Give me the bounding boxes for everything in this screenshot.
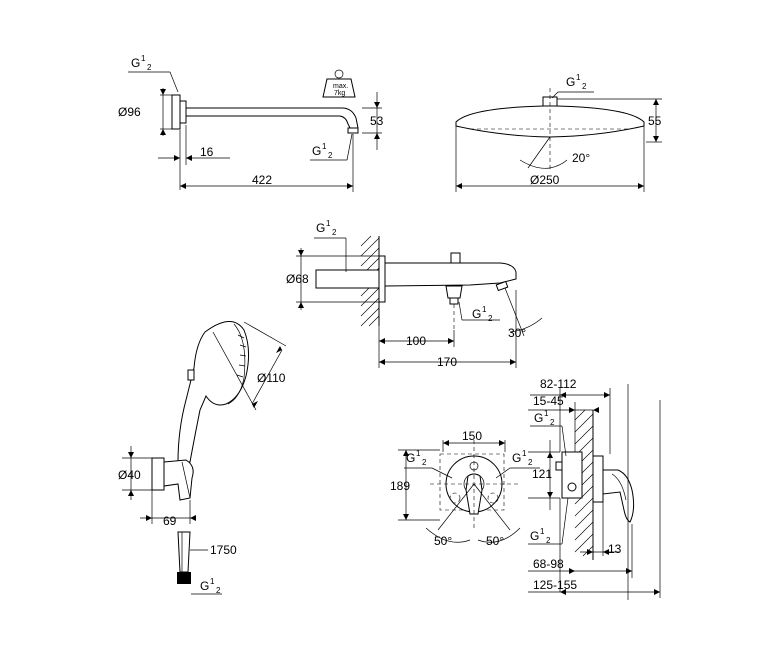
weight-label-max: max. [333,83,348,90]
weight-label-kg: 7kg [334,90,345,97]
hand-shower-spray-face [236,334,247,378]
holder-depth-dim: 69 [163,514,177,528]
hose-length-dim: 1750 [210,543,237,557]
holder-wall-plate [151,457,165,491]
hand-shower-body [177,321,250,463]
svg-text:1: 1 [416,449,421,458]
mixer-angle-right-dim: 50° [486,534,504,548]
arm-rosette [179,100,187,124]
svg-text:1: 1 [210,577,215,586]
svg-text:2: 2 [546,536,551,545]
hand-shower-button [187,369,195,381]
svg-text:1: 1 [482,305,487,314]
svg-text:2: 2 [422,458,427,467]
spout-angle-dim: 30° [508,326,526,340]
svg-text:2: 2 [582,82,587,91]
arm-flange [171,94,181,130]
spout-thread-top-label: G [316,221,325,235]
side-thread-top: G [534,411,543,425]
bath-spout-view: G 1 2 Ø68 G 1 2 30° 100 170 [286,219,543,369]
svg-text:1: 1 [326,219,331,228]
side-height-dim: 121 [532,467,552,481]
svg-text:G: G [312,144,321,158]
mixer-thread-right: G [512,451,521,465]
mixer-front-view: 150 189 G 1 2 G 1 2 50° 50° [390,429,540,548]
head-diameter-dim: Ø250 [530,173,560,187]
arm-length-dim: 422 [252,173,272,187]
svg-text:1: 1 [322,142,327,151]
diverter-knob [450,252,461,264]
hose-thread-label: G [200,579,209,593]
arm-pipe-bottom [186,115,351,129]
mixer-height-dim: 189 [390,479,410,493]
spout-pipe [315,269,380,289]
svg-text:1: 1 [544,409,549,418]
mixer-angle-left-dim: 50° [434,534,452,548]
svg-text:1: 1 [141,54,146,63]
spout-distance2-dim: 170 [437,355,457,369]
svg-text:2: 2 [528,458,533,467]
svg-text:2: 2 [550,418,555,427]
spout-distance1-dim: 100 [406,334,426,348]
arm-flange-dim: Ø96 [118,105,141,119]
head-shower-view: G 1 2 55 20° Ø250 [455,73,662,192]
spout-connector [445,285,463,299]
hand-shower-view: Ø110 Ø40 69 1750 G 1 2 [118,321,287,595]
arm-drop-dim: 53 [370,114,384,128]
side-offset-dim: 13 [608,542,622,556]
side-depth1-dim: 82-112 [540,377,577,391]
holder-dia-dim: Ø40 [118,468,141,482]
svg-text:1: 1 [576,73,581,82]
mixer-width-dim: 150 [462,429,482,443]
svg-text:2: 2 [488,314,493,323]
spout-rosette [378,255,386,303]
arm-thread-label: G [131,56,140,70]
mixer-box [561,451,583,499]
svg-text:1: 1 [522,449,527,458]
hose-nut [177,572,191,584]
side-depth2-dim: 15-45 [533,394,564,408]
svg-text:2: 2 [328,151,333,160]
side-range1-dim: 68-98 [533,557,564,571]
svg-text:2: 2 [332,228,337,237]
mixer-body-dashed [439,453,505,511]
weight-icon: max. 7kg [322,69,356,98]
arm-outlet [347,127,359,134]
svg-text:2: 2 [147,63,152,72]
arm-offset-dim: 16 [200,145,214,159]
holder-bracket [163,459,194,501]
hose-icon [177,531,191,573]
shower-arm-view: max. 7kg G 1 2 Ø96 16 422 G 1 2 [118,54,384,192]
side-thread-bottom: G [530,529,539,543]
spout-thread-bottom-label: G [472,307,481,321]
arm-pipe-top [186,107,359,129]
mixer-thread-left: G [406,451,415,465]
svg-text:2: 2 [216,586,221,595]
head-height-dim: 55 [648,114,662,128]
spout-rosette-dim: Ø68 [286,272,309,286]
side-rosette [592,455,604,503]
head-thread-label: G [566,75,575,89]
side-range2-dim: 125-155 [533,578,577,592]
hand-shower-dia-dim: Ø110 [257,371,286,385]
side-lever [602,469,635,523]
svg-text:1: 1 [540,527,545,536]
head-angle-dim: 20° [572,151,590,165]
mixer-side-view: 82-112 15-45 G 1 2 121 G 1 2 13 [528,377,661,600]
spout-body [384,262,517,287]
